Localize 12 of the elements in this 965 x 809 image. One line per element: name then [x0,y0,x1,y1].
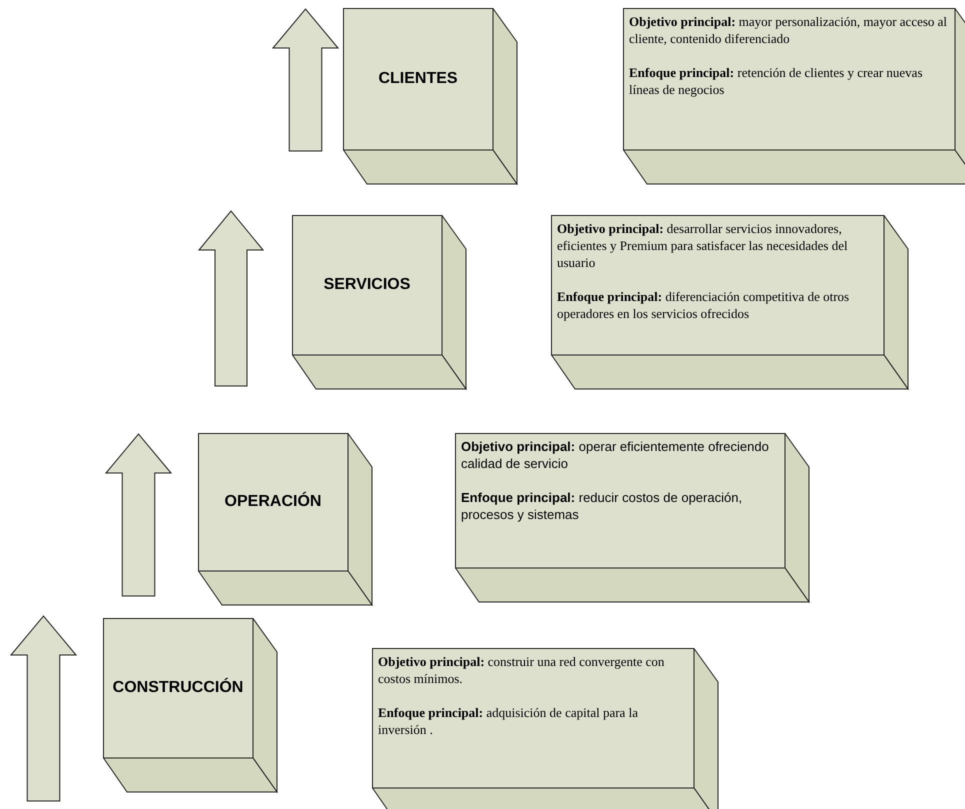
stage-label: CONSTRUCCIÓN [112,679,244,697]
stage-label: OPERACIÓN [224,493,322,511]
description-text: Objetivo principal: mayor personalización, mayor acceso al cliente, contenido diferenciado [629,13,948,47]
description-text: Objetivo principal: construir una red convergente con costos mínimos. [378,653,666,687]
description-text: Enfoque principal: retención de clientes y crear nuevas líneas de negocios [629,64,924,98]
description-text: Enfoque principal: diferenciación competitiva de otros operadores en los servicios ofrecidos [557,288,850,322]
description-text: Objetivo principal: operar eficientemente ofreciendo calidad de servicio [461,438,770,472]
stage-label: SERVICIOS [324,276,410,294]
description-text: Enfoque principal: reducir costos de operación, procesos y sistemas [461,489,744,523]
description-text: Objetivo principal: desarrollar servicios innovadores, eficientes y Premium para satisfacer las necesidades del usuario [557,220,849,271]
stage-label: CLIENTES [378,70,458,88]
description-text: Enfoque principal: adquisición de capital para la inversión . [378,704,639,738]
